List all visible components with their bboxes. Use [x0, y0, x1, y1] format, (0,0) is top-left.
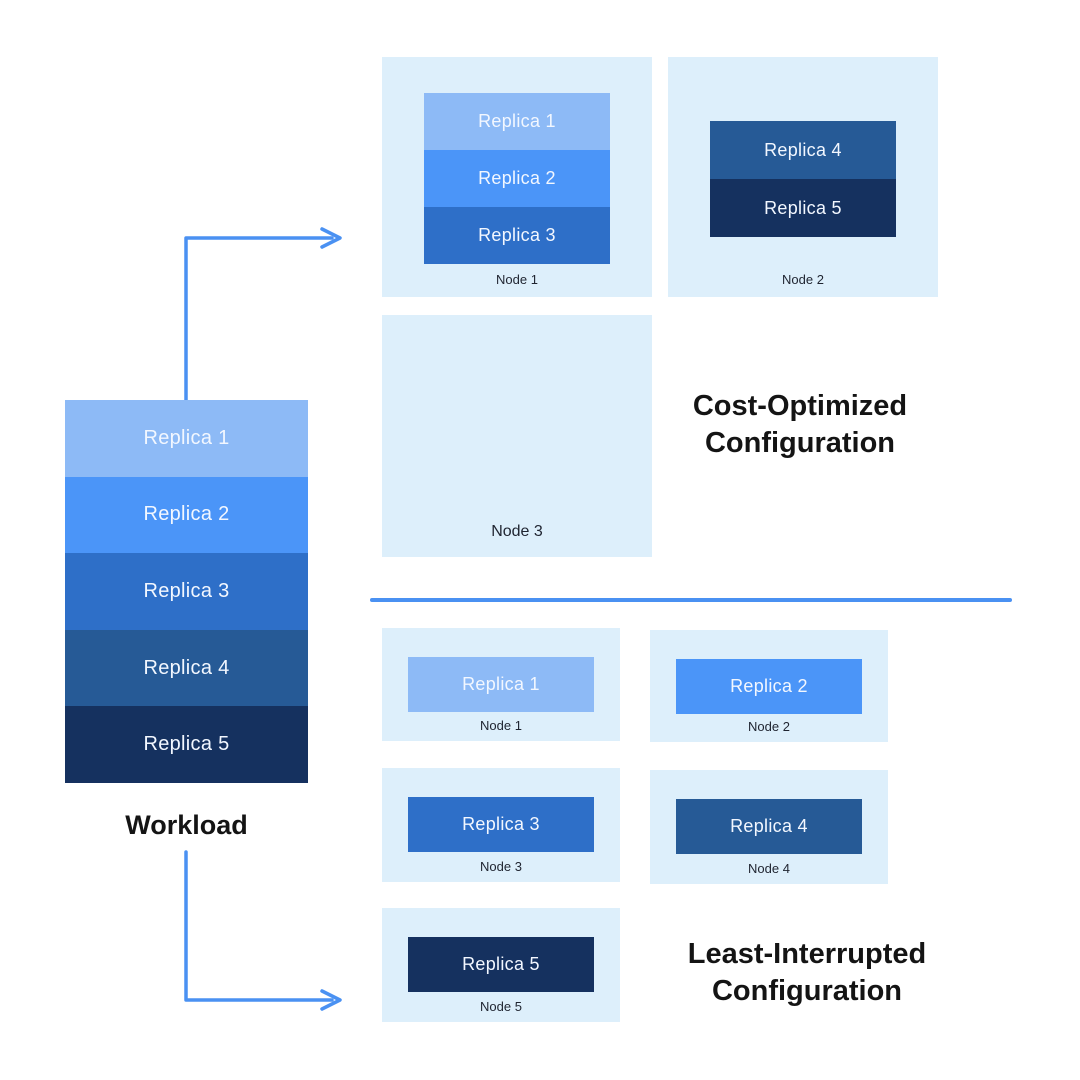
replica-bar-3: Replica 3 — [424, 207, 610, 264]
cost-optimized-node-1: Replica 1 Replica 2 Replica 3 Node 1 — [382, 57, 652, 297]
node-label: Node 1 — [496, 272, 538, 287]
replica-bar-2: Replica 2 — [676, 659, 862, 714]
replica-bar-3: Replica 3 — [408, 797, 594, 852]
node-replica-stack: Replica 4 Replica 5 — [710, 121, 896, 237]
replica-bar-5: Replica 5 — [408, 937, 594, 992]
least-interrupted-node-1: Replica 1 Node 1 — [382, 628, 620, 741]
least-interrupted-node-4: Replica 4 Node 4 — [650, 770, 888, 884]
workload-replica-4: Replica 4 — [65, 629, 308, 707]
replica-bar-1: Replica 1 — [408, 657, 594, 712]
replica-bar-1: Replica 1 — [424, 93, 610, 150]
node-label: Node 3 — [491, 523, 543, 540]
arrow-to-least-interrupted — [184, 850, 342, 1011]
least-interrupted-node-3: Replica 3 Node 3 — [382, 768, 620, 882]
node-label: Node 4 — [748, 861, 790, 876]
least-interrupted-title: Least-Interrupted Configuration — [687, 938, 927, 1008]
node-replica-stack: Replica 1 Replica 2 Replica 3 — [424, 93, 610, 264]
arrow-to-cost-optimized — [184, 227, 342, 402]
workload-replica-3: Replica 3 — [65, 553, 308, 630]
workload-replica-5: Replica 5 — [65, 706, 308, 783]
node-label: Node 1 — [480, 718, 522, 733]
node-label: Node 2 — [748, 719, 790, 734]
node-label: Node 2 — [782, 272, 824, 287]
section-divider — [370, 598, 1012, 602]
least-interrupted-node-2: Replica 2 Node 2 — [650, 630, 888, 742]
workload-title: Workload — [125, 810, 248, 840]
workload-stack: Replica 1 Replica 2 Replica 3 Replica 4 … — [65, 400, 308, 783]
cost-optimized-title: Cost-Optimized Configuration — [692, 390, 908, 460]
least-interrupted-node-5: Replica 5 Node 5 — [382, 908, 620, 1022]
node-label: Node 5 — [480, 999, 522, 1014]
node-label: Node 3 — [480, 859, 522, 874]
workload-replica-2: Replica 2 — [65, 476, 308, 554]
replica-bar-2: Replica 2 — [424, 150, 610, 207]
workload-replica-1: Replica 1 — [65, 400, 308, 477]
cost-optimized-node-2: Replica 4 Replica 5 Node 2 — [668, 57, 938, 297]
replica-bar-4: Replica 4 — [676, 799, 862, 854]
cost-optimized-node-3: Node 3 — [382, 315, 652, 557]
replica-bar-5: Replica 5 — [710, 179, 896, 237]
replica-bar-4: Replica 4 — [710, 121, 896, 179]
